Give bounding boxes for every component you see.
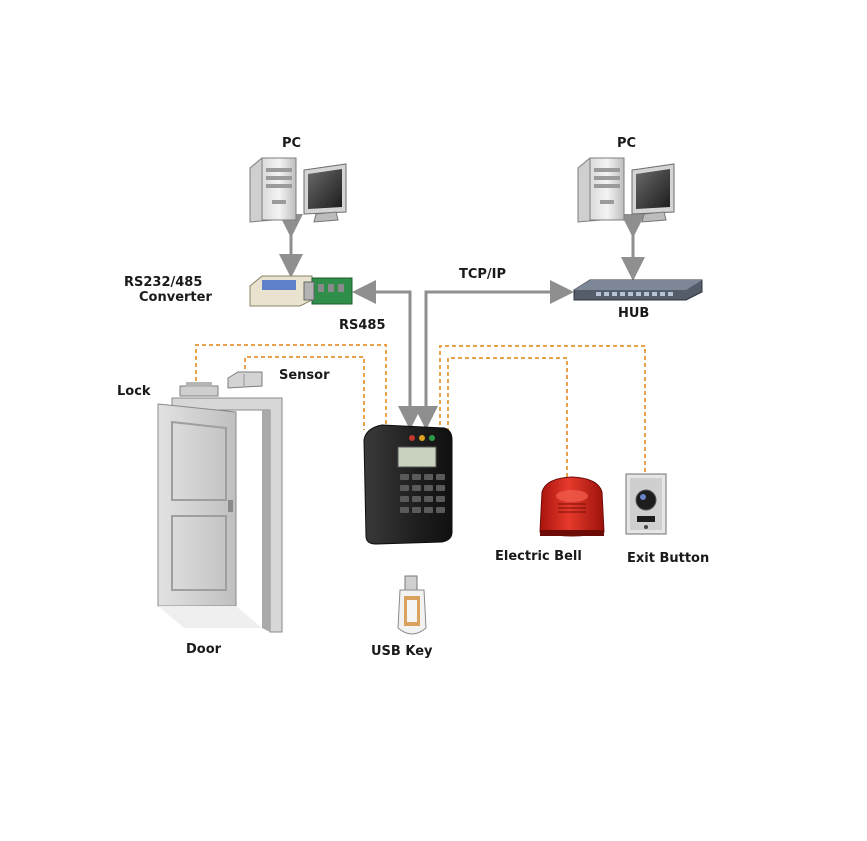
lock-wire: [195, 344, 387, 430]
pc-left: [249, 157, 347, 223]
usb-key-icon: [397, 575, 427, 635]
tcpip-label: TCP/IP: [459, 267, 507, 282]
sensor-icon: [227, 371, 263, 389]
rs485-label: RS485: [339, 318, 386, 333]
exit-button-icon: [625, 473, 667, 535]
electric-bell-label: Electric Bell: [495, 549, 582, 564]
door-icon: [157, 397, 283, 633]
access-terminal-icon: [363, 424, 453, 545]
converter-label-line1: RS232/485: [124, 275, 203, 290]
monitor-icon: [631, 163, 675, 223]
pc-links: [279, 214, 645, 281]
hub-icon: [573, 279, 703, 301]
pc-right: [577, 157, 675, 223]
exit-button-wire: [439, 345, 646, 474]
lock-icon: [179, 382, 219, 397]
rs485-cable: [352, 280, 412, 422]
sensor-label: Sensor: [279, 368, 330, 383]
tcpip-cable: [424, 280, 574, 422]
converter-label-line2: Converter: [139, 290, 212, 305]
monitor-icon: [303, 163, 347, 223]
sensor-wire: [244, 356, 365, 430]
bell-wire: [447, 357, 568, 478]
lock-label: Lock: [117, 384, 151, 399]
bell-icon: [539, 476, 605, 537]
door-label: Door: [186, 642, 222, 657]
pc-icon: [577, 157, 625, 223]
hub-label: HUB: [618, 306, 650, 321]
usb-key-label: USB Key: [371, 644, 433, 659]
exit-button-label: Exit Button: [627, 551, 710, 566]
pc-left-label: PC: [282, 136, 302, 151]
pc-icon: [249, 157, 297, 223]
converter-icon: [249, 275, 353, 307]
dashed-wires: [195, 344, 646, 478]
gray-cables: [352, 280, 574, 430]
pc-right-label: PC: [617, 136, 637, 151]
